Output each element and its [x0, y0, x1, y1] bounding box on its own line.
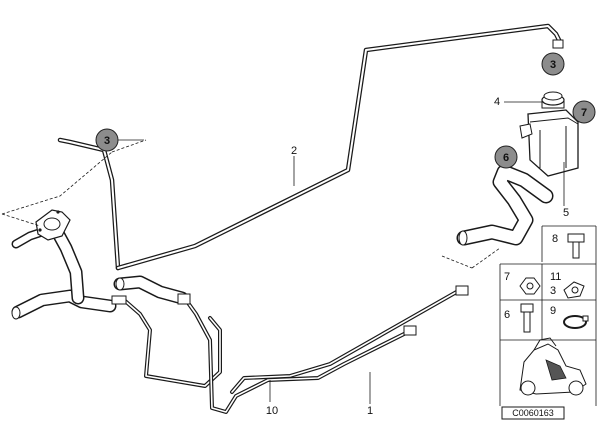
callout-left-3: 3 [95, 128, 119, 152]
left-hose-assembly [1, 139, 147, 320]
panel-label-7: 7 [504, 271, 510, 283]
hose-clamp-part-9 [563, 315, 589, 329]
svg-text:3: 3 [550, 59, 556, 71]
label-item-1: 1 [367, 405, 373, 417]
pipes-10 [122, 288, 462, 414]
panel-label-11: 11 [550, 271, 561, 283]
screw-part-6 [520, 303, 534, 333]
expansion-tank-assembly [441, 91, 579, 269]
callout-7: 7 [572, 100, 596, 124]
panel-label-6: 6 [504, 309, 510, 321]
panel-label-3: 3 [550, 285, 556, 297]
svg-text:6: 6 [503, 152, 509, 164]
label-item-5: 5 [563, 207, 569, 219]
panel-label-8: 8 [552, 233, 558, 245]
panel-label-9: 9 [550, 305, 556, 317]
callout-6: 6 [494, 145, 518, 169]
diagram-code: C0060163 [512, 408, 554, 418]
center-hoses [111, 275, 469, 336]
nut-part-7 [519, 277, 541, 295]
label-item-2: 2 [291, 145, 297, 157]
parts-panel: 8 7 11 3 6 9 [499, 225, 597, 420]
callout-top-3: 3 [541, 52, 565, 76]
label-item-4: 4 [494, 96, 500, 108]
clip-part-11 [563, 281, 585, 299]
scooter-illustration [519, 337, 587, 396]
svg-text:7: 7 [581, 107, 587, 119]
svg-text:3: 3 [104, 135, 110, 147]
label-item-10: 10 [266, 405, 278, 417]
bolt-part-8 [567, 233, 585, 259]
